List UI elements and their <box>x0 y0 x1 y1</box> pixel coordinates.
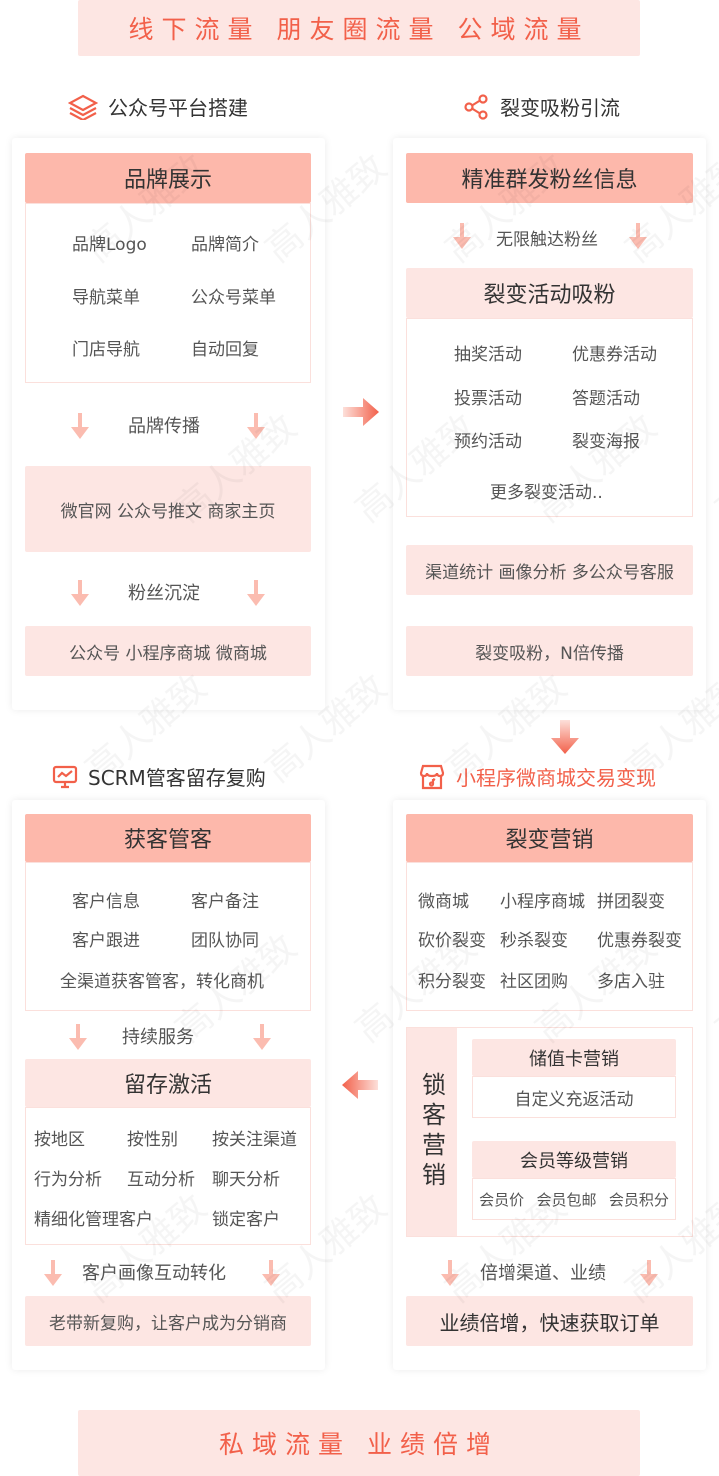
arrow-down-icon <box>69 1024 87 1050</box>
arrow-down-icon <box>453 223 471 249</box>
arrow-down-icon <box>247 413 265 439</box>
arrow-down-icon <box>247 580 265 606</box>
list-item: 按性别 <box>127 1130 178 1150</box>
list-item: 团队协同 <box>191 931 259 951</box>
store-icon <box>419 764 445 789</box>
list-item: 抽奖活动 <box>454 345 522 365</box>
list-item: 微商城 <box>418 892 469 912</box>
list-item: 精细化管理客户 <box>34 1210 153 1230</box>
customer-acquisition-header: 获客管客 <box>25 814 311 862</box>
arrow-down-icon <box>441 1260 459 1286</box>
lock-marketing-label-column: 锁客营销 <box>407 1028 457 1236</box>
list-item: 会员包邮 <box>536 1190 597 1209</box>
step-label: 持续服务 <box>122 1027 194 1048</box>
list-item: 社区团购 <box>500 972 568 992</box>
recharge-activity: 自定义充返活动 <box>472 1076 676 1118</box>
retention-header: 留存激活 <box>25 1059 311 1107</box>
step-label: 无限触达粉丝 <box>496 230 598 250</box>
list-item: 客户备注 <box>191 892 259 912</box>
step-label: 粉丝沉淀 <box>128 583 200 604</box>
arrow-down-icon <box>71 580 89 606</box>
top-banner: 线下流量 朋友圈流量 公域流量 <box>78 0 640 56</box>
step-label: 客户画像互动转化 <box>82 1263 226 1284</box>
section-title-text: 公众号平台搭建 <box>108 96 248 120</box>
brand-items-box <box>25 203 311 383</box>
stored-card-header: 储值卡营销 <box>472 1039 676 1076</box>
list-item: 优惠券裂变 <box>597 931 682 951</box>
layers-icon <box>68 94 98 120</box>
list-item: 小程序商城 <box>500 892 585 912</box>
fan-platforms-box: 公众号 小程序商城 微商城 <box>25 626 311 676</box>
arrow-down-icon <box>71 413 89 439</box>
list-item: 聊天分析 <box>212 1170 280 1190</box>
section-title-fission: 裂变吸粉引流 <box>462 92 620 121</box>
customer-items-box <box>25 862 311 1011</box>
retention-items-box <box>25 1107 311 1245</box>
member-level-header: 会员等级营销 <box>472 1141 676 1178</box>
arrow-right-icon <box>343 398 379 426</box>
arrow-down-icon <box>262 1260 280 1286</box>
monitor-chart-icon <box>52 765 78 788</box>
arrow-left-icon <box>342 1071 378 1099</box>
lock-marketing-label: 锁客营销 <box>417 1072 446 1192</box>
section-title-text: 裂变吸粉引流 <box>500 96 620 120</box>
list-item: 更多裂变活动.. <box>490 483 603 503</box>
bottom-banner: 私域流量 业绩倍增 <box>78 1410 640 1476</box>
arrow-down-icon <box>253 1024 271 1050</box>
fission-result-box: 裂变吸粉，N倍传播 <box>406 626 693 676</box>
fission-activity-header: 裂变活动吸粉 <box>406 268 693 318</box>
list-item: 砍价裂变 <box>418 931 486 951</box>
step-label: 倍增渠道、业绩 <box>480 1263 606 1284</box>
share-icon <box>464 93 488 120</box>
list-item: 按关注渠道 <box>212 1130 297 1150</box>
list-item: 行为分析 <box>34 1170 102 1190</box>
list-item: 全渠道获客管客，转化商机 <box>60 972 264 992</box>
list-item: 拼团裂变 <box>597 892 665 912</box>
list-item: 积分裂变 <box>418 972 486 992</box>
list-item: 导航菜单 <box>72 288 140 308</box>
list-item: 品牌Logo <box>72 235 147 255</box>
list-item: 会员价 <box>479 1190 525 1209</box>
step-label: 品牌传播 <box>128 416 200 437</box>
list-item: 客户跟进 <box>72 931 140 951</box>
section-title-official-account: 公众号平台搭建 <box>68 92 248 121</box>
list-item: 答题活动 <box>572 389 640 409</box>
section-title-mini-mall: 小程序微商城交易变现 <box>418 762 656 791</box>
list-item: 投票活动 <box>454 389 522 409</box>
arrow-down-icon <box>640 1260 658 1286</box>
list-item: 按地区 <box>34 1130 85 1150</box>
member-items: 会员价 会员包邮 会员积分 <box>472 1178 676 1220</box>
performance-box: 业绩倍增，快速获取订单 <box>406 1296 693 1346</box>
marketing-items-box <box>406 862 693 1011</box>
list-item: 互动分析 <box>127 1170 195 1190</box>
brand-display-header: 品牌展示 <box>25 153 311 203</box>
section-title-scrm: SCRM管客留存复购 <box>52 762 266 791</box>
list-item: 会员积分 <box>608 1190 669 1209</box>
fission-marketing-header: 裂变营销 <box>406 814 693 862</box>
list-item: 自动回复 <box>191 340 259 360</box>
list-item: 多店入驻 <box>597 972 665 992</box>
list-item: 锁定客户 <box>212 1210 280 1230</box>
list-item: 秒杀裂变 <box>500 931 568 951</box>
list-item: 客户信息 <box>72 892 140 912</box>
arrow-down-icon <box>44 1260 62 1286</box>
referral-box: 老带新复购，让客户成为分销商 <box>25 1296 311 1346</box>
section-title-text: 小程序微商城交易变现 <box>456 766 656 790</box>
arrow-down-icon <box>551 720 579 754</box>
list-item: 门店导航 <box>72 340 140 360</box>
list-item: 公众号菜单 <box>191 288 276 308</box>
list-item: 预约活动 <box>454 432 522 452</box>
list-item: 裂变海报 <box>572 432 640 452</box>
list-item: 优惠券活动 <box>572 345 657 365</box>
mass-message-header: 精准群发粉丝信息 <box>406 153 693 203</box>
brand-channels-box: 微官网 公众号推文 商家主页 <box>25 466 311 552</box>
section-title-text: SCRM管客留存复购 <box>88 766 266 790</box>
activity-items-box <box>406 318 693 517</box>
analytics-box: 渠道统计 画像分析 多公众号客服 <box>406 545 693 595</box>
list-item: 品牌简介 <box>191 235 259 255</box>
arrow-down-icon <box>629 223 647 249</box>
